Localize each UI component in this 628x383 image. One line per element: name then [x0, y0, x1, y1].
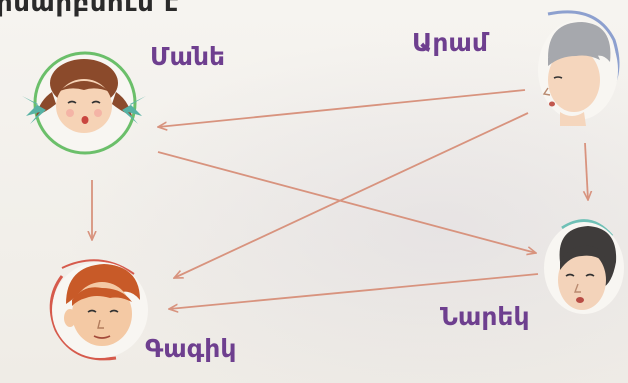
- arrow-aram-to-mane: [158, 90, 525, 127]
- arrow-mane-to-narek: [158, 152, 536, 253]
- name-label-gagik: Գագիկ: [145, 334, 236, 363]
- arrow-aram-to-narek: [585, 143, 588, 200]
- portrait-aram: [538, 12, 618, 126]
- name-label-narek: Նարեկ: [440, 302, 530, 331]
- arrow-aram-to-gagik: [174, 113, 528, 278]
- portrait-mane: [22, 53, 146, 153]
- portrait-narek: [544, 221, 624, 314]
- arrows: [92, 90, 588, 309]
- portrait-gagik: [51, 260, 148, 359]
- name-label-mane: Մանե: [150, 42, 225, 71]
- name-label-aram: Արամ: [412, 28, 488, 57]
